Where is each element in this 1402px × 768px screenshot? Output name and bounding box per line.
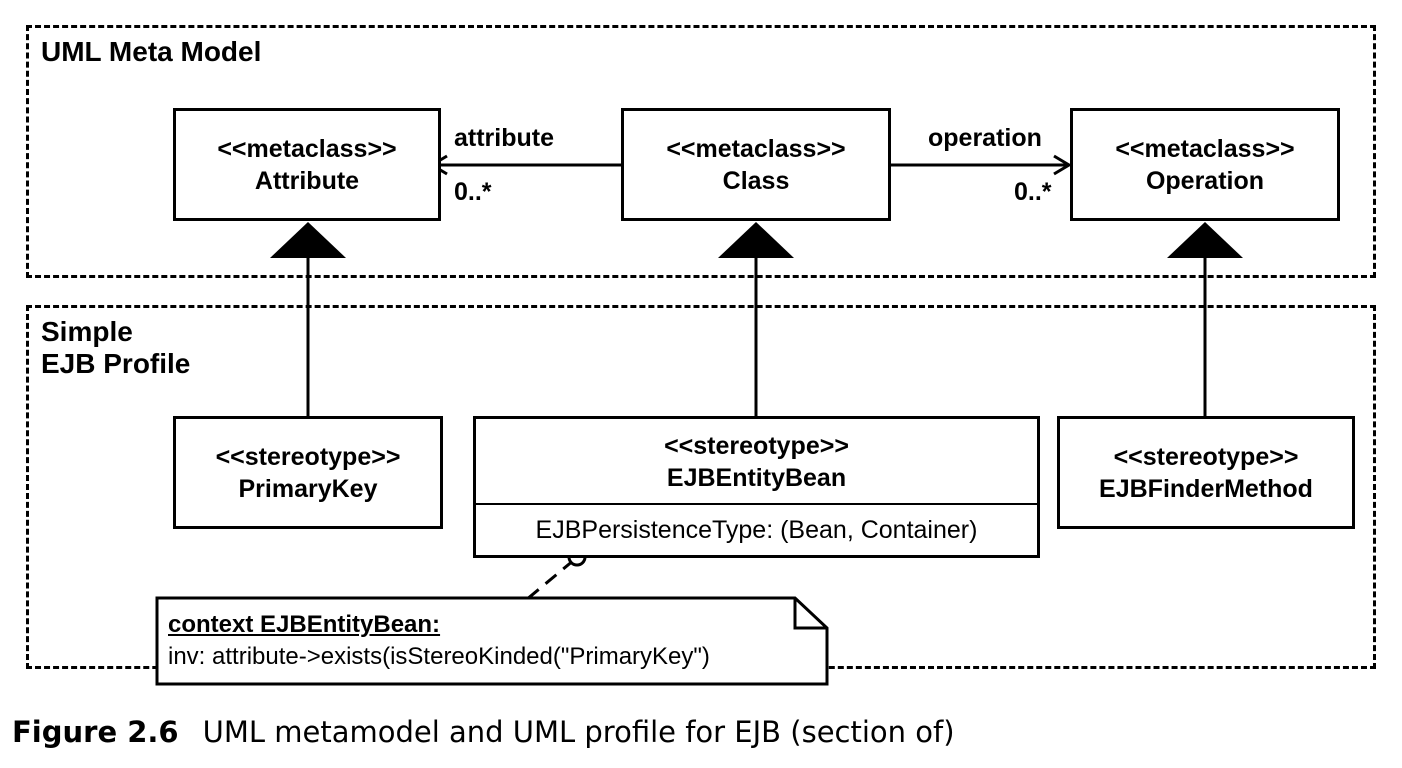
metaclass-attribute-box: <<metaclass>> Attribute <box>173 108 441 221</box>
stereotype-entitybean-tagged-value: EJBPersistenceType: (Bean, Container) <box>476 503 1037 555</box>
association-attribute-multiplicity: 0..* <box>454 178 492 206</box>
figure-caption: Figure 2.6 UML metamodel and UML profile … <box>12 715 955 749</box>
note-shape <box>155 596 829 686</box>
metaclass-attribute-name: Attribute <box>254 166 360 195</box>
stereotype-primarykey-stereotype: <<stereotype>> <box>215 442 401 471</box>
metaclass-operation-box: <<metaclass>> Operation <box>1070 108 1340 221</box>
stereotype-findermethod-name: EJBFinderMethod <box>1099 474 1313 503</box>
stereotype-primarykey-box: <<stereotype>> PrimaryKey <box>173 416 443 529</box>
metaclass-attribute-stereotype: <<metaclass>> <box>217 134 397 163</box>
uml-meta-model-package: UML Meta Model <box>26 25 1376 278</box>
stereotype-entitybean-header: <<stereotype>> EJBEntityBean <box>664 419 849 505</box>
extension-findermethod-arrowhead <box>1167 222 1243 258</box>
metaclass-operation-stereotype: <<metaclass>> <box>1115 134 1295 163</box>
association-attribute-role: attribute <box>454 124 554 152</box>
metaclass-class-name: Class <box>722 166 790 195</box>
stereotype-entitybean-stereotype: <<stereotype>> <box>664 432 849 460</box>
association-operation-arrowhead <box>1053 154 1072 176</box>
association-operation-multiplicity: 0..* <box>1014 178 1052 206</box>
ocl-note-heading: context EJBEntityBean: <box>168 611 441 638</box>
stereotype-findermethod-box: <<stereotype>> EJBFinderMethod <box>1057 416 1355 529</box>
figure-number: Figure 2.6 <box>12 715 179 749</box>
ocl-note: context EJBEntityBean: inv: attribute->e… <box>168 609 710 673</box>
package-label-meta: UML Meta Model <box>41 36 262 67</box>
metaclass-operation-name: Operation <box>1145 166 1265 195</box>
stereotype-entitybean-name: EJBEntityBean <box>666 464 847 492</box>
stereotype-primarykey-name: PrimaryKey <box>238 474 378 503</box>
stereotype-entitybean-box: <<stereotype>> EJBEntityBean EJBPersiste… <box>473 416 1040 558</box>
note-fold <box>793 598 827 630</box>
ocl-note-body: inv: attribute->exists(isStereoKinded("P… <box>168 643 710 670</box>
stereotype-findermethod-stereotype: <<stereotype>> <box>1113 442 1299 471</box>
extension-entitybean-arrowhead <box>718 222 794 258</box>
figure-caption-text: UML metamodel and UML profile for EJB (s… <box>202 715 955 749</box>
association-operation-role: operation <box>928 124 1042 152</box>
metaclass-class-stereotype: <<metaclass>> <box>666 134 846 163</box>
note-anchor-line <box>525 558 575 602</box>
metaclass-class-box: <<metaclass>> Class <box>621 108 891 221</box>
package-label-profile: Simple EJB Profile <box>41 316 191 379</box>
extension-primarykey-arrowhead <box>270 222 346 258</box>
